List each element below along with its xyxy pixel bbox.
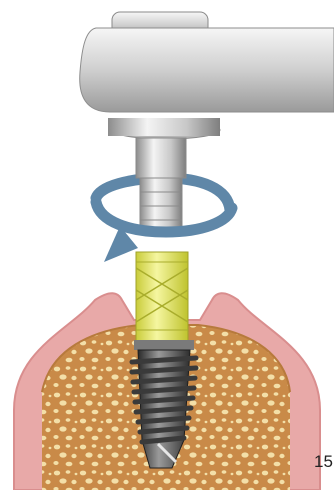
implant-mount (136, 252, 188, 342)
wrench-head (80, 12, 334, 139)
figure-number: 15 (314, 452, 333, 472)
driver-shaft (136, 138, 186, 232)
